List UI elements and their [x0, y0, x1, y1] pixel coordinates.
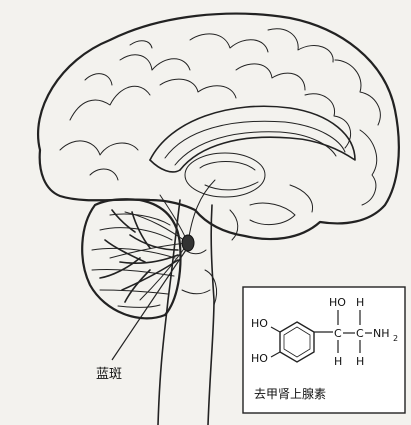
noradrenergic-projections: [110, 180, 215, 300]
side-chain-h-top: H: [356, 296, 364, 309]
locus-coeruleus-marker: [182, 235, 194, 251]
cerebellum: [82, 199, 180, 318]
side-chain-h-bottom-right: H: [356, 355, 364, 368]
thalamus: [185, 153, 313, 240]
inset-title: 去甲肾上腺素: [254, 387, 326, 401]
ring-ho-top: HO: [251, 317, 268, 330]
cortex-gyri: [60, 29, 380, 205]
carbon-right: C: [356, 327, 364, 340]
locus-coeruleus-leader: [112, 250, 186, 360]
side-chain-oh: HO: [329, 296, 346, 309]
locus-coeruleus-label: 蓝斑: [96, 367, 122, 382]
carbon-left: C: [334, 327, 342, 340]
corpus-callosum: [150, 106, 355, 172]
arbor-vitae: [100, 210, 178, 302]
side-chain-h-bottom-left: H: [334, 355, 342, 368]
amine-subscript: 2: [393, 334, 398, 343]
amine-group: NH: [373, 327, 390, 340]
norepinephrine-inset: HO HO HO H C C NH 2 H H 去甲肾上腺素: [243, 287, 405, 413]
ring-ho-bottom: HO: [251, 352, 268, 365]
